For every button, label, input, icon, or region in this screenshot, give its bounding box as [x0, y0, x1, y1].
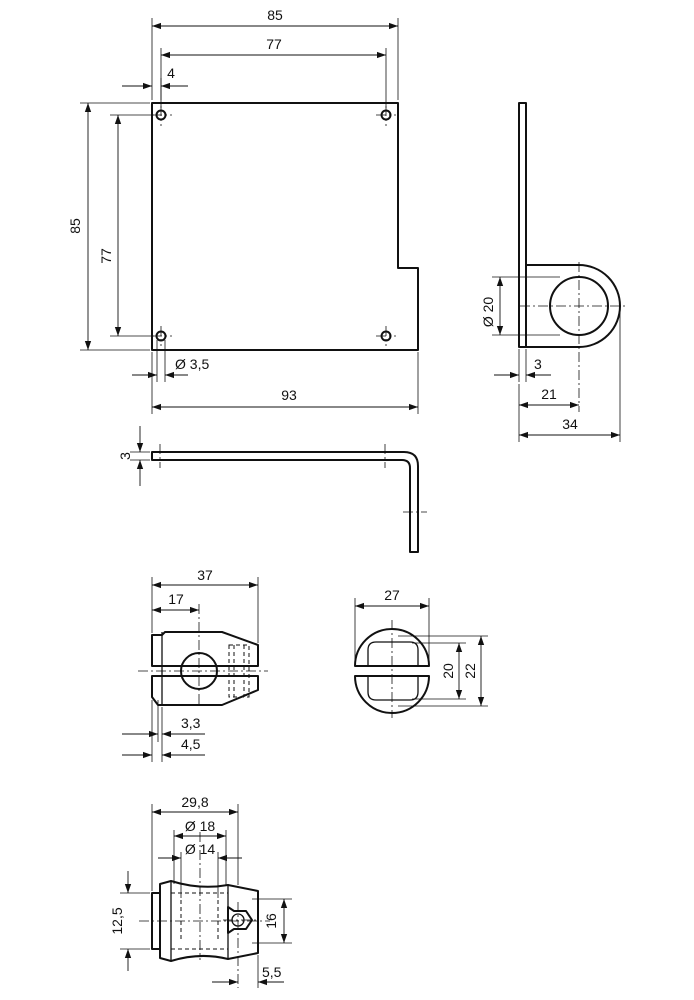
- dim-plate-hole-pitch-horizontal: 77: [160, 36, 387, 108]
- dim-label: 21: [541, 386, 557, 402]
- dim-side-thickness: 3: [494, 349, 551, 382]
- dim-top-thickness: 3: [117, 426, 150, 486]
- dim-label: 5,5: [262, 964, 282, 980]
- dim-label: 17: [168, 591, 184, 607]
- dim-clamp-top-flange-height: 12,5: [109, 871, 150, 971]
- dim-side-bore-diameter: Ø 20: [480, 276, 560, 336]
- dim-label: 12,5: [109, 907, 125, 934]
- clamp-lower-jaw: [151, 675, 259, 706]
- clamp-top-body: [159, 880, 259, 962]
- dim-plate-height: 85: [67, 102, 150, 351]
- dim-label: Ø 3,5: [175, 356, 209, 372]
- clamp-front-view: 37 17 3,3 4,5: [122, 567, 268, 762]
- dim-label: 3: [534, 356, 542, 372]
- dim-side-depth: 34: [519, 310, 621, 442]
- plate-hole-top-right: [376, 106, 396, 126]
- dim-label: 93: [281, 387, 297, 403]
- clamp-upper-jaw: [151, 631, 259, 667]
- dim-clamp-top-screw-offset: 5,5: [212, 955, 284, 988]
- dim-label: 4,5: [181, 736, 201, 752]
- dim-label: 3,3: [181, 715, 201, 731]
- dim-clamp-length: 37: [151, 567, 259, 643]
- dim-plate-developed-length: 93: [151, 352, 419, 414]
- bent-plate-outline: [151, 451, 419, 553]
- side-plate-outline: [518, 102, 621, 348]
- dim-label: 85: [67, 218, 83, 234]
- dim-plate-width: 85: [151, 7, 399, 100]
- dim-clamp-slot-inner: 3,3: [122, 700, 205, 742]
- dim-clamp-top-nut-width: 16: [252, 898, 292, 944]
- plate-front-view: 85 77 4 85 77: [67, 7, 419, 414]
- dim-label: 37: [197, 567, 213, 583]
- dim-label: 3: [117, 452, 133, 460]
- bracket-top-view: 3: [117, 426, 427, 553]
- dim-label: 77: [98, 248, 114, 264]
- bracket-side-view: Ø 20 3 21 34: [480, 102, 625, 442]
- dim-label: 4: [167, 65, 175, 81]
- dim-label: 34: [562, 416, 578, 432]
- dim-clamp-slot-outer: 4,5: [122, 700, 205, 762]
- dim-label: Ø 20: [480, 297, 496, 328]
- dim-clamp-top-inner-diameter: Ø 14: [158, 841, 242, 898]
- clamp-end-upper: [354, 628, 430, 667]
- dim-label: 27: [384, 587, 400, 603]
- plate-hole-bottom-left: [152, 326, 172, 346]
- dim-label: 20: [440, 663, 456, 679]
- plate-hole-top-left: [152, 106, 172, 126]
- plate-outline: [151, 102, 419, 351]
- clamp-end-view: 27 20 22: [354, 587, 488, 718]
- dim-clamp-bore-offset: 17: [152, 591, 199, 614]
- dim-plate-hole-offset: 4: [122, 65, 188, 100]
- dim-label: 16: [263, 913, 279, 929]
- dim-side-bore-offset: 21: [518, 384, 579, 442]
- dim-label: Ø 14: [185, 841, 216, 857]
- plate-hole-bottom-right: [376, 326, 396, 346]
- dim-clamp-end-width: 27: [354, 587, 430, 664]
- dim-label: Ø 18: [185, 818, 216, 834]
- dim-plate-hole-pitch-vertical: 77: [98, 114, 154, 337]
- dim-clamp-top-length: 29,8: [151, 794, 239, 891]
- dim-label: 85: [267, 7, 283, 23]
- dim-label: 22: [462, 663, 478, 679]
- dim-plate-hole-diameter: Ø 3,5: [132, 340, 209, 382]
- clamp-top-view: 29,8 Ø 18 Ø 14 12,5 16: [109, 794, 292, 988]
- clamp-end-lower: [354, 675, 430, 714]
- dim-label: 77: [266, 36, 282, 52]
- clamp-top-nut: [223, 902, 257, 988]
- dim-clamp-end-outer-height: 22: [398, 635, 488, 707]
- dim-label: 29,8: [181, 794, 208, 810]
- dim-clamp-end-inner-height: 20: [412, 642, 466, 700]
